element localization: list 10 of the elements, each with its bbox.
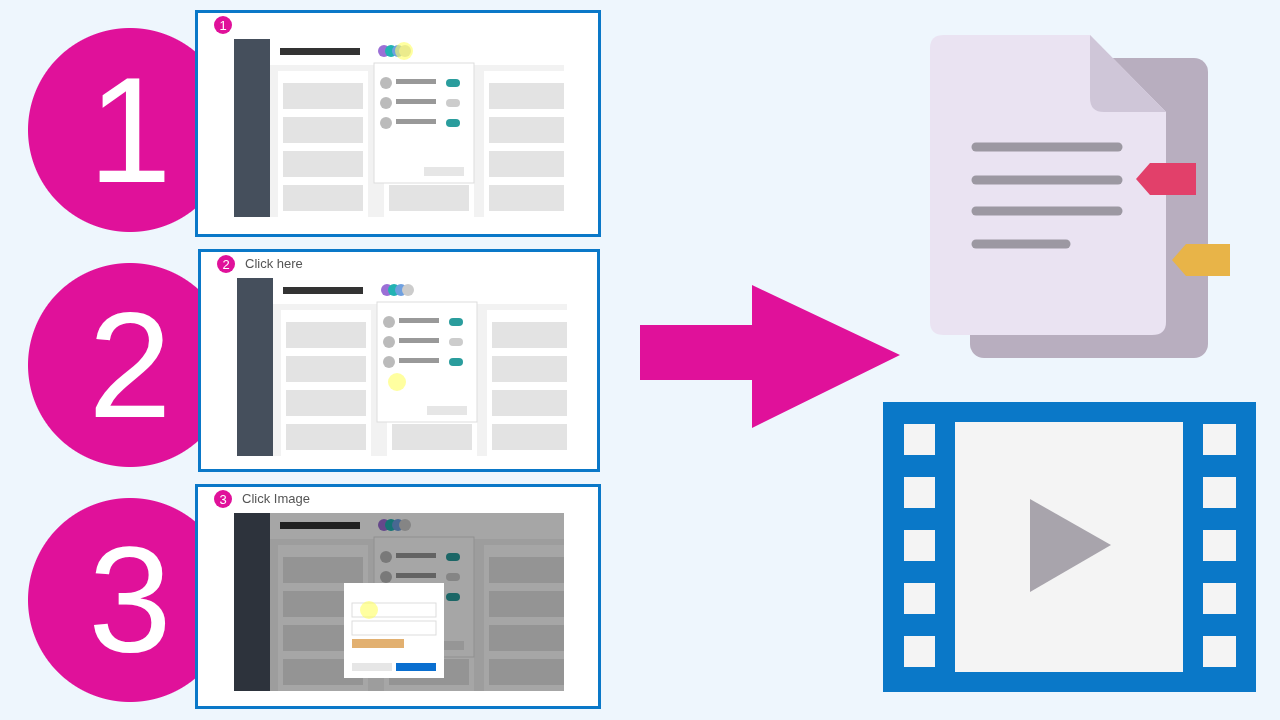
step-caption: Click here bbox=[245, 256, 303, 271]
step-screenshot-panel bbox=[195, 10, 601, 237]
step-screenshot-panel bbox=[195, 484, 601, 709]
step-screenshot-panel bbox=[198, 249, 600, 472]
step-caption: Click Image bbox=[242, 491, 310, 506]
document-icon bbox=[928, 33, 1233, 361]
step-badge: 3 bbox=[214, 490, 232, 508]
video-icon bbox=[883, 402, 1256, 692]
step-badge: 1 bbox=[214, 16, 232, 34]
step-badge: 2 bbox=[217, 255, 235, 273]
